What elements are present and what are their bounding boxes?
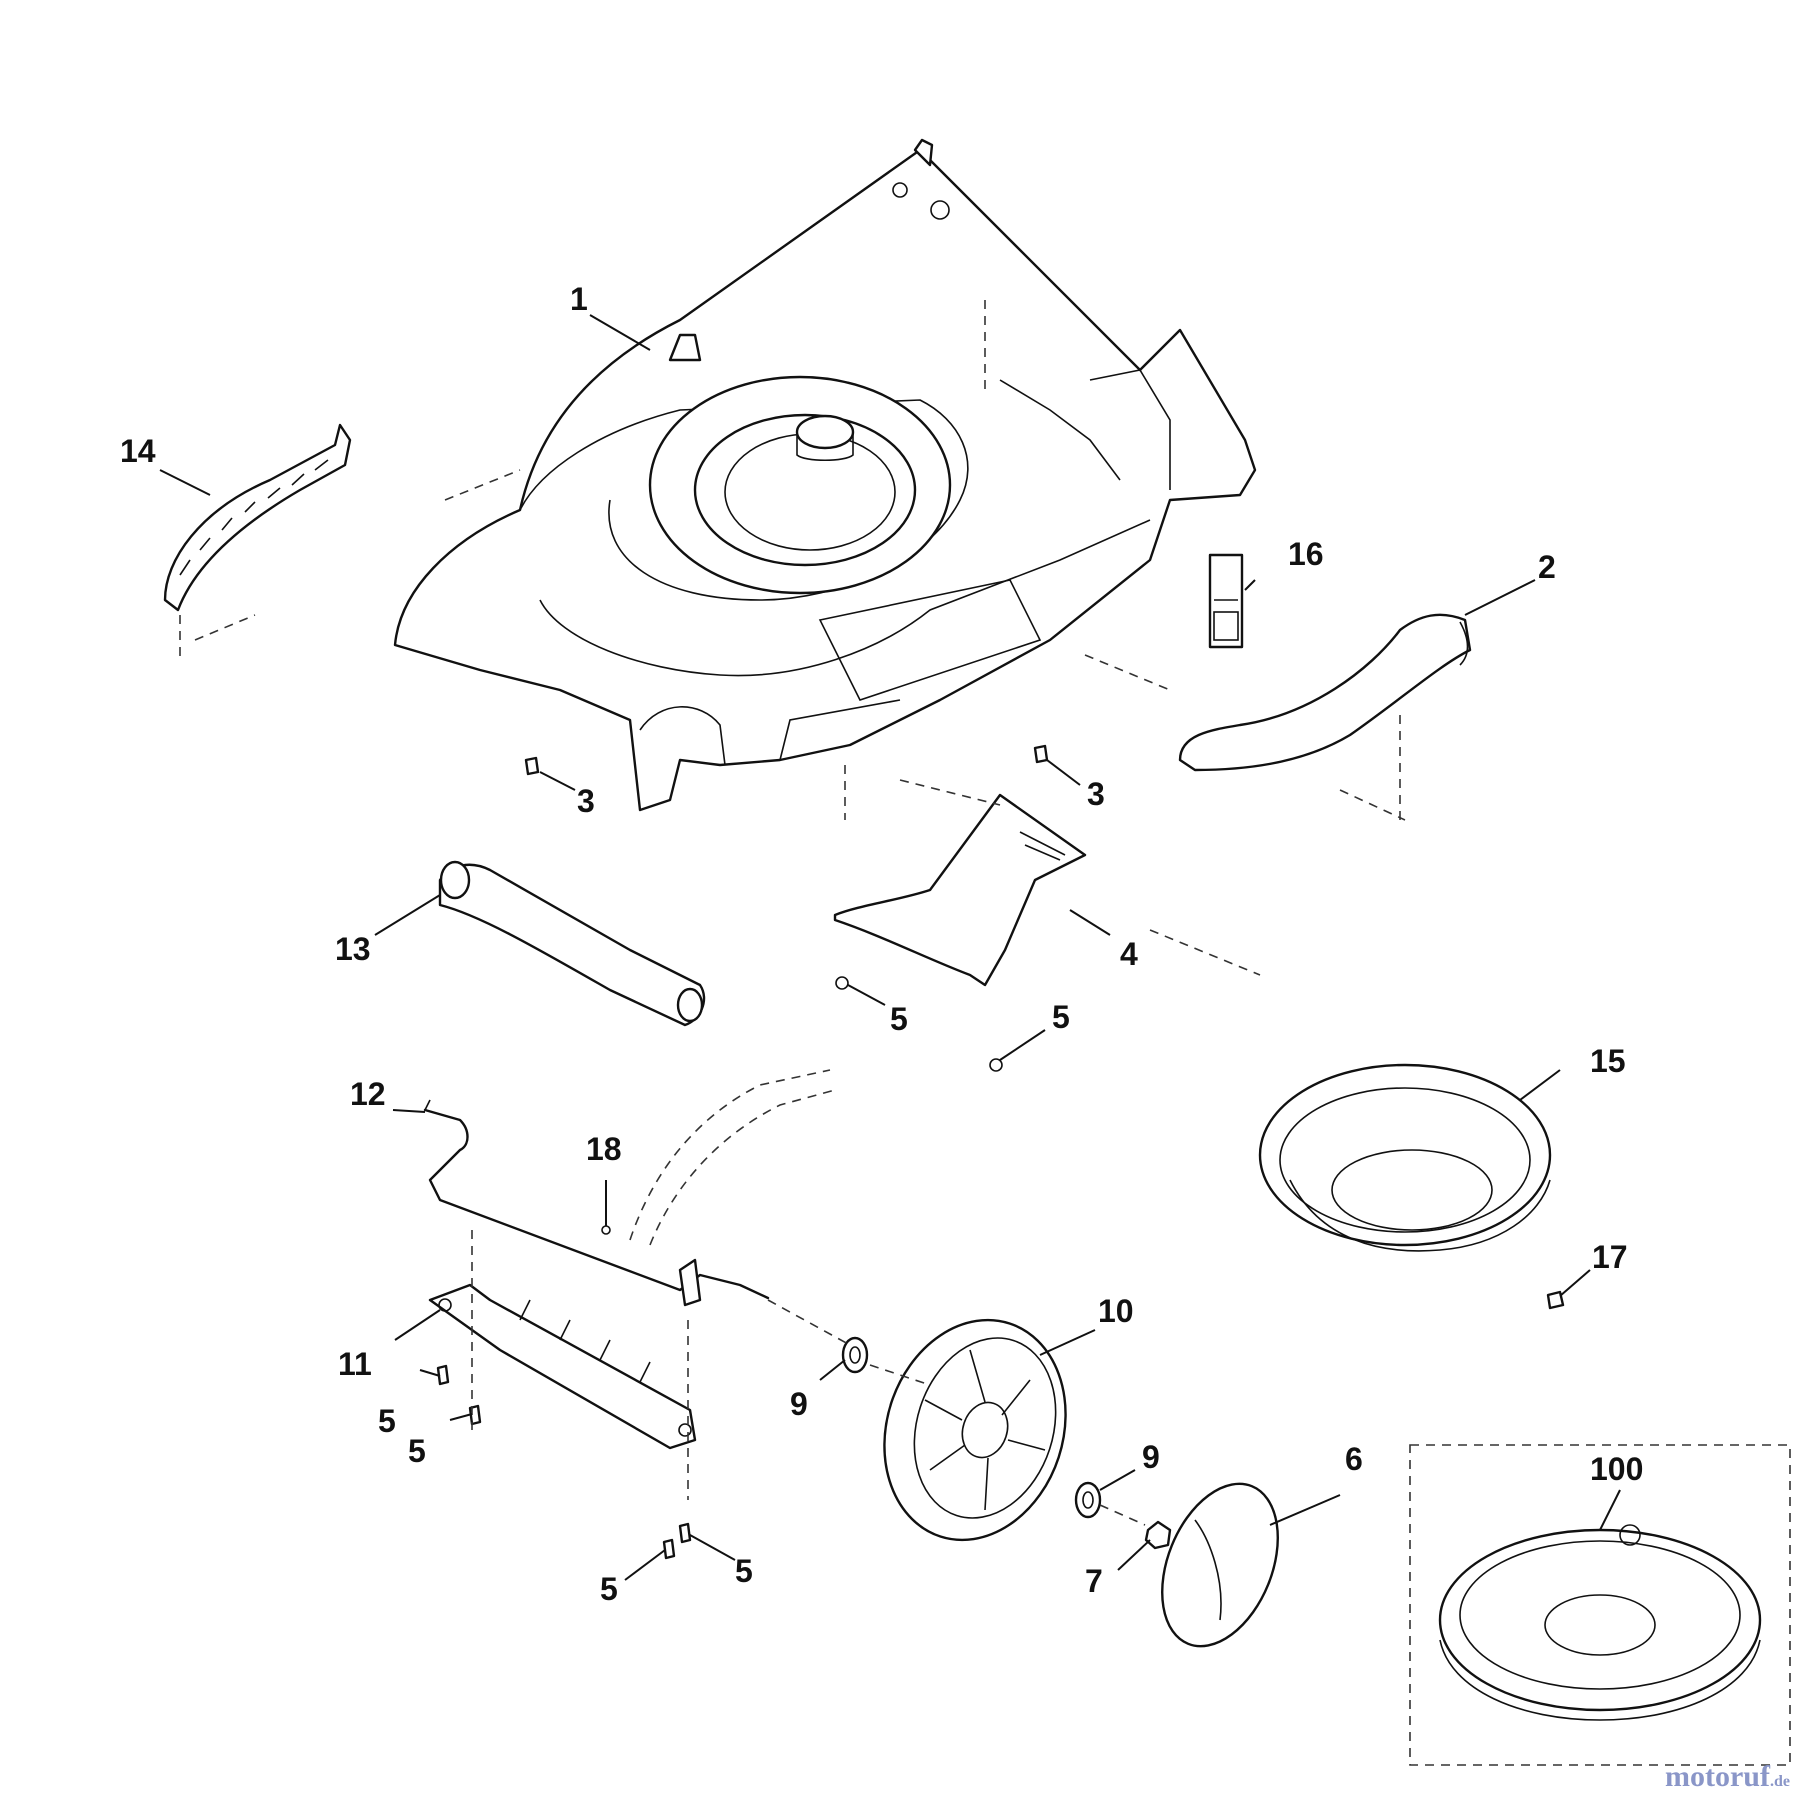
part-9-bearing-a bbox=[841, 1336, 869, 1374]
part-3-screw-a bbox=[524, 756, 540, 776]
callout-4: 4 bbox=[1120, 936, 1138, 972]
callout-16: 16 bbox=[1288, 536, 1324, 572]
callout-1: 1 bbox=[570, 281, 588, 317]
part-5-screw-e bbox=[662, 1538, 676, 1560]
part-18-spring bbox=[601, 1069, 836, 1246]
alignment-lines bbox=[179, 300, 1406, 1526]
part-5-screw-b bbox=[989, 1058, 1003, 1072]
part-16-label bbox=[1208, 553, 1244, 649]
callout-14: 14 bbox=[120, 433, 156, 469]
part-9-bearing-b bbox=[1074, 1481, 1102, 1519]
callout-100: 100 bbox=[1590, 1451, 1643, 1487]
part-10-wheel bbox=[883, 1318, 1067, 1542]
callout-12: 12 bbox=[350, 1076, 386, 1112]
brand-watermark: motoruf.de bbox=[1665, 1760, 1790, 1794]
callout-11: 11 bbox=[338, 1346, 372, 1382]
part-15-engine-cover bbox=[1258, 1063, 1552, 1252]
part-5-screw-c bbox=[436, 1364, 450, 1386]
callout-5-d: 5 bbox=[408, 1433, 426, 1469]
part-5-screw-f bbox=[678, 1522, 692, 1544]
callout-2: 2 bbox=[1538, 549, 1556, 585]
part-7-nut bbox=[1144, 1520, 1172, 1550]
callout-18: 18 bbox=[586, 1131, 622, 1167]
part-3-screw-b bbox=[1033, 744, 1049, 764]
callout-13: 13 bbox=[335, 931, 371, 967]
callout-9-b: 9 bbox=[1142, 1439, 1160, 1475]
callout-3-left: 3 bbox=[577, 783, 595, 819]
brand-name: motoruf bbox=[1665, 1760, 1770, 1793]
part-1-deck-housing bbox=[393, 138, 1257, 812]
callout-15: 15 bbox=[1590, 1043, 1626, 1079]
part-11-height-adjuster bbox=[428, 1283, 697, 1450]
callout-10: 10 bbox=[1098, 1293, 1134, 1329]
callout-17: 17 bbox=[1592, 1239, 1628, 1275]
callout-labels: 1 2 3 3 4 5 5 5 5 5 5 5 6 7 9 9 10 11 12… bbox=[120, 281, 1643, 1607]
part-12-front-axle bbox=[423, 1099, 770, 1307]
part-4-discharge-plate bbox=[833, 793, 1087, 987]
part-100-assembly bbox=[1409, 1444, 1791, 1766]
callout-5-c: 5 bbox=[378, 1403, 396, 1439]
callout-7: 7 bbox=[1085, 1563, 1103, 1599]
part-13-roller-bar bbox=[438, 860, 706, 1027]
part-6-hub-cap bbox=[1161, 1482, 1279, 1648]
part-17-screw bbox=[1546, 1290, 1565, 1310]
callout-9-a: 9 bbox=[790, 1386, 808, 1422]
callout-5-b: 5 bbox=[1052, 999, 1070, 1035]
callout-6: 6 bbox=[1345, 1441, 1363, 1477]
callout-3-right: 3 bbox=[1087, 776, 1105, 812]
callout-5-a: 5 bbox=[890, 1001, 908, 1037]
callout-5-e: 5 bbox=[600, 1571, 618, 1607]
part-2-handle-cover bbox=[1178, 613, 1472, 772]
part-14-side-strip bbox=[163, 423, 352, 612]
leader-lines bbox=[159, 314, 1621, 1581]
brand-tld: .de bbox=[1770, 1773, 1790, 1790]
callout-5-f: 5 bbox=[735, 1553, 753, 1589]
part-5-screw-a bbox=[835, 976, 849, 990]
